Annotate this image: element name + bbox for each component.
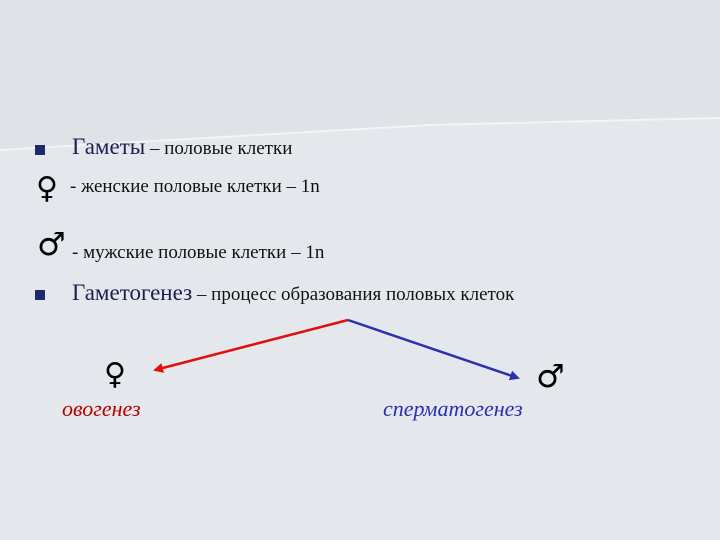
female-icon: ♀	[36, 171, 58, 206]
heading-gametes: Гаметы – половые клетки	[72, 134, 292, 160]
female-cells-text: - женские половые клетки – 1n	[70, 176, 320, 197]
male-icon: ♂	[37, 225, 66, 263]
arrow-to-spermatogenesis	[347, 318, 520, 381]
gametes-definition: – половые клетки	[145, 138, 293, 159]
oogenesis-female-icon: ♀	[104, 357, 126, 392]
bullet-1	[35, 145, 45, 155]
arrow-to-oogenesis	[153, 318, 349, 373]
gametogenesis-term: Гаметогенез	[72, 280, 193, 305]
spermatogenesis-label: сперматогенез	[383, 396, 523, 421]
spermatogenesis-male-icon: ♂	[536, 357, 565, 395]
gametogenesis-definition: – процесс образования половых клеток	[192, 284, 515, 305]
heading-gametogenesis: Гаметогенез – процесс образования половы…	[72, 280, 514, 306]
bullet-2	[35, 290, 45, 300]
male-cells-text: - мужские половые клетки – 1n	[72, 242, 325, 263]
gametes-term: Гаметы	[72, 134, 146, 159]
oogenesis-label: овогенез	[62, 396, 141, 421]
